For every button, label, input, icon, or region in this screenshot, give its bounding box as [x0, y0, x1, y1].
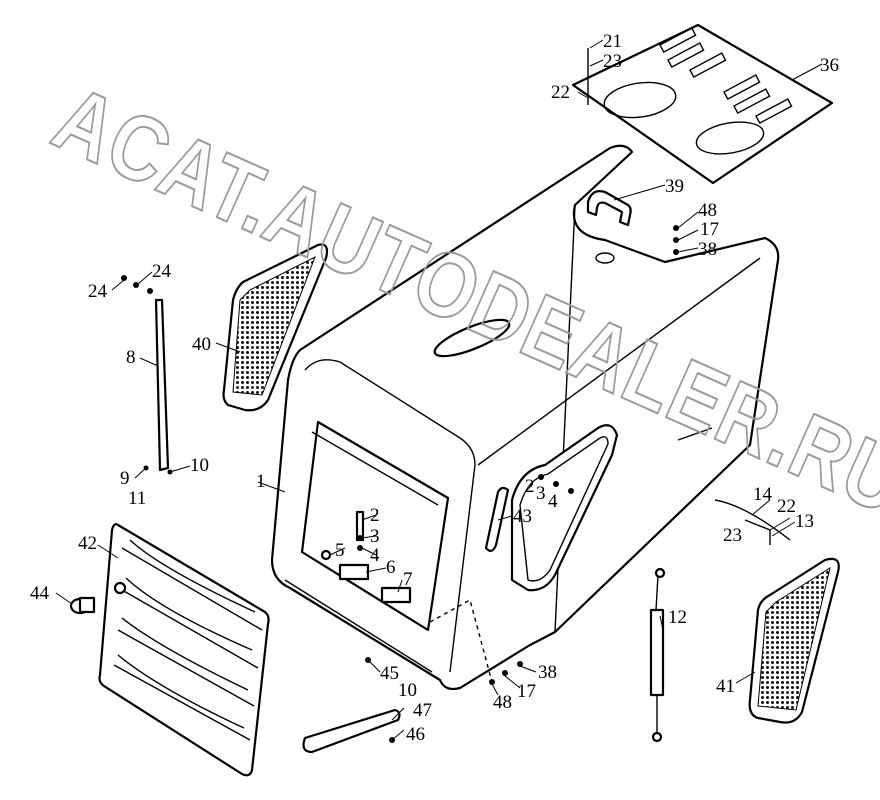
callout-17: 17	[517, 681, 536, 702]
roof-grab-handle	[586, 190, 632, 227]
callout-7: 7	[403, 569, 413, 590]
callout-40: 40	[192, 334, 211, 355]
callout-9: 9	[120, 468, 130, 489]
callout-45: 45	[380, 663, 399, 684]
hinge-bracket	[302, 708, 401, 754]
callout-24: 24	[88, 281, 108, 302]
cab-body	[270, 144, 791, 691]
callout-22: 22	[777, 496, 796, 517]
callout-3: 3	[536, 483, 546, 504]
callout-2: 2	[370, 505, 380, 526]
callout-42: 42	[78, 533, 97, 554]
side-window-frame	[510, 424, 619, 592]
callout-5: 5	[335, 540, 345, 561]
callout-11: 11	[128, 488, 146, 509]
callout-43: 43	[513, 506, 532, 527]
lock-cylinder	[69, 581, 127, 615]
callout-46: 46	[406, 724, 425, 745]
cab-handle	[484, 486, 510, 552]
callout-labels: 1 2 3 4 5 6 7 2 3 4 8 9 10 11 10 12 13 1…	[30, 31, 839, 745]
callout-2: 2	[525, 476, 535, 497]
callout-23: 23	[723, 525, 742, 546]
mesh-grille-left	[222, 243, 329, 412]
vent-slots	[659, 27, 793, 125]
callout-17: 17	[700, 219, 719, 240]
callout-47: 47	[413, 700, 432, 721]
mesh-grille-right	[748, 557, 840, 724]
callout-38: 38	[538, 662, 557, 683]
callout-21: 21	[603, 31, 622, 52]
callout-22: 22	[551, 82, 570, 103]
callout-10: 10	[190, 455, 209, 476]
callout-48: 48	[698, 200, 717, 221]
callout-12: 12	[668, 607, 687, 628]
callout-41: 41	[716, 676, 735, 697]
callout-44: 44	[30, 583, 50, 604]
callout-36: 36	[820, 55, 839, 76]
callout-39: 39	[665, 176, 684, 197]
louver-grille	[98, 523, 270, 777]
callout-10: 10	[398, 680, 417, 701]
callout-6: 6	[386, 557, 396, 578]
support-rod-left	[121, 275, 173, 475]
callout-48: 48	[493, 692, 512, 713]
callout-4: 4	[548, 491, 558, 512]
callout-24: 24	[152, 261, 172, 282]
gas-spring	[649, 567, 666, 743]
top-cover-plate	[571, 23, 834, 185]
callout-14: 14	[753, 484, 773, 505]
callout-13: 13	[795, 511, 814, 532]
callout-38: 38	[698, 239, 717, 260]
leader-lines	[55, 39, 823, 741]
callout-23: 23	[603, 51, 622, 72]
latch-hardware	[320, 510, 412, 663]
callout-4: 4	[370, 545, 380, 566]
callout-1: 1	[256, 471, 266, 492]
callout-3: 3	[370, 526, 380, 547]
callout-8: 8	[126, 347, 136, 368]
